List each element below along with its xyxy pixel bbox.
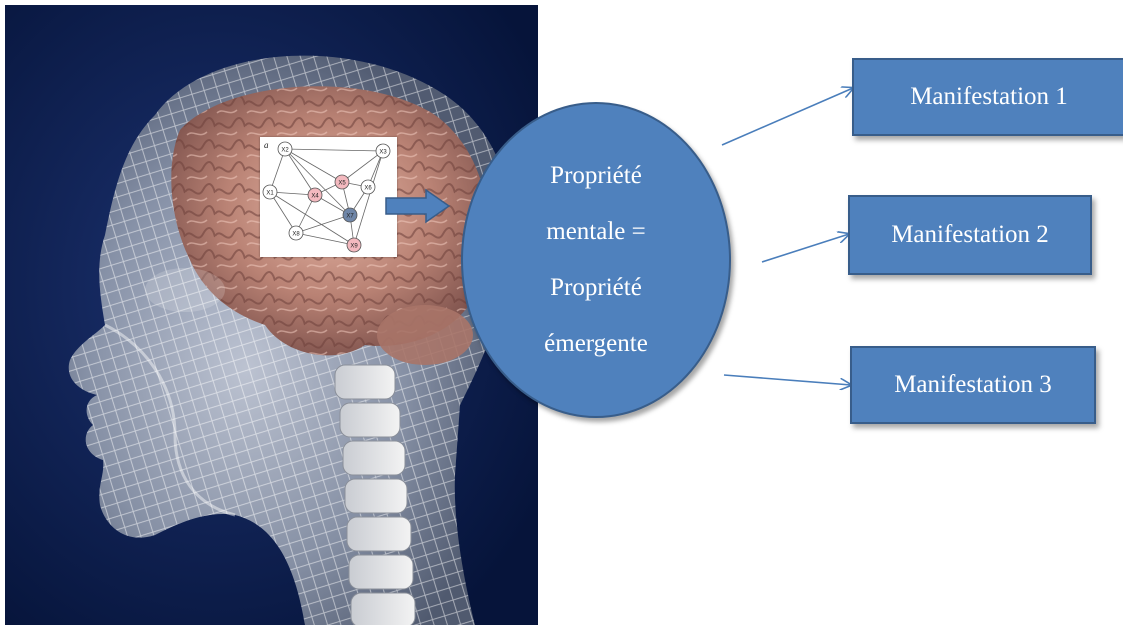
network-node: X2 xyxy=(277,141,293,157)
network-node: X8 xyxy=(288,225,304,241)
network-edge xyxy=(284,148,316,196)
network-edge xyxy=(269,191,355,246)
connector-3 xyxy=(723,374,851,385)
emergent-property-text: Propriété mentale = Propriété émergente xyxy=(491,148,701,372)
network-node-label: X3 xyxy=(379,150,387,156)
network-node: X3 xyxy=(375,143,391,159)
network-node-label: X1 xyxy=(266,191,274,197)
network-node-label: X5 xyxy=(338,181,346,187)
network-edge xyxy=(341,150,384,183)
network-edge xyxy=(269,191,297,234)
panel-letter: a xyxy=(264,140,269,150)
network-edge xyxy=(284,148,351,216)
network-edge xyxy=(295,214,351,234)
network-node: X7 xyxy=(342,207,358,223)
network-node-label: X2 xyxy=(281,148,289,154)
network-node-label: X9 xyxy=(350,244,358,250)
emergent-property-ellipse: Propriété mentale = Propriété émergente xyxy=(461,102,731,418)
head-illustration xyxy=(5,5,538,625)
network-node-label: X6 xyxy=(364,186,372,192)
network-edge xyxy=(284,148,343,183)
ellipse-line-4: émergente xyxy=(544,330,648,357)
ellipse-line-1: Propriété xyxy=(550,162,642,189)
network-node: X4 xyxy=(307,187,323,203)
network-edge xyxy=(295,232,355,246)
connector-1 xyxy=(721,88,853,146)
cervical-spine xyxy=(334,364,416,625)
network-edge xyxy=(269,191,316,196)
network-edge xyxy=(353,150,384,246)
manifestation-box-1: Manifestation 1 xyxy=(852,58,1123,136)
network-node-label: X8 xyxy=(292,232,300,238)
network-node: X6 xyxy=(360,179,376,195)
network-edge xyxy=(269,148,286,193)
network-node-label: X4 xyxy=(311,194,319,200)
connector-2 xyxy=(761,234,849,263)
manifestation-box-3: Manifestation 3 xyxy=(850,346,1096,424)
network-node: X5 xyxy=(334,174,350,190)
manifestation-box-2: Manifestation 2 xyxy=(848,195,1092,275)
ellipse-line-3: Propriété xyxy=(550,274,642,301)
ellipse-line-2: mentale = xyxy=(546,218,646,245)
network-node-label: X7 xyxy=(346,214,354,220)
network-edge xyxy=(284,148,384,152)
network-node: X9 xyxy=(346,237,362,253)
network-node: X1 xyxy=(262,184,278,200)
